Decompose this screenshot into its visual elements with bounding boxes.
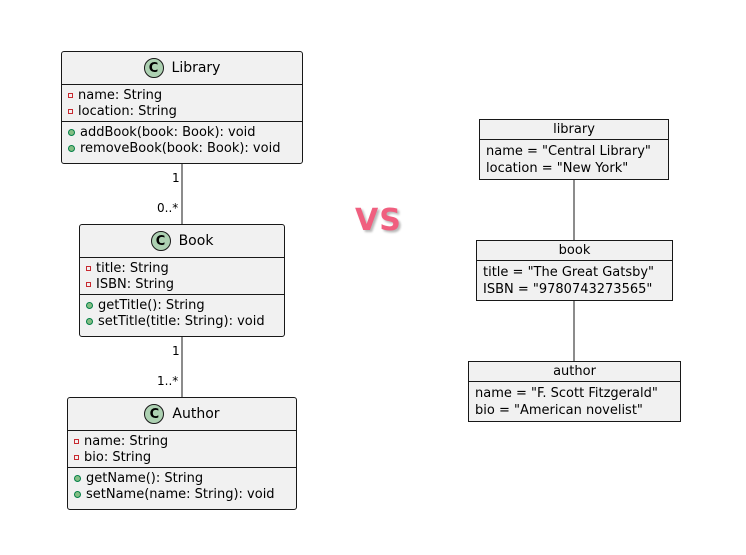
public-visibility-icon [86, 317, 93, 325]
public-visibility-icon [68, 128, 75, 136]
attribute-row: bio: String [74, 449, 290, 465]
method-text: setName(name: String): void [86, 486, 275, 502]
object-fields: name = "F. Scott Fitzgerald" bio = "Amer… [469, 382, 680, 423]
private-visibility-icon [86, 281, 91, 287]
class-c-icon: C [150, 231, 171, 251]
class-header: C Book [80, 225, 284, 258]
attribute-row: location: String [68, 103, 296, 119]
object-field: ISBN = "9780743273565" [483, 282, 653, 297]
object-field: title = "The Great Gatsby" [483, 265, 655, 280]
attribute-row: ISBN: String [86, 276, 278, 292]
attribute-text: location: String [78, 103, 177, 119]
class-book[interactable]: C Book title: String ISBN: String getTit… [79, 224, 285, 337]
private-visibility-icon [74, 454, 79, 460]
public-visibility-icon [74, 474, 81, 482]
attributes-section: name: String bio: String [68, 431, 296, 468]
attributes-section: title: String ISBN: String [80, 258, 284, 295]
method-row: removeBook(book: Book): void [68, 140, 296, 156]
attribute-text: name: String [84, 433, 169, 449]
method-text: setTitle(title: String): void [98, 313, 265, 329]
method-row: getTitle(): String [86, 297, 278, 313]
attribute-text: bio: String [84, 449, 152, 465]
object-field: bio = "American novelist" [475, 403, 643, 418]
multiplicity-library-side: 1 [172, 171, 180, 185]
private-visibility-icon [68, 92, 73, 98]
methods-section: getName(): String setName(name: String):… [68, 468, 296, 504]
object-fields: title = "The Great Gatsby" ISBN = "97807… [477, 261, 672, 302]
method-text: removeBook(book: Book): void [80, 140, 281, 156]
class-c-icon: C [144, 404, 165, 424]
method-row: addBook(book: Book): void [68, 124, 296, 140]
object-book[interactable]: book title = "The Great Gatsby" ISBN = "… [476, 240, 673, 301]
attribute-row: title: String [86, 260, 278, 276]
class-header: C Author [68, 398, 296, 431]
multiplicity-author-side: 1..* [157, 374, 179, 388]
method-text: getName(): String [86, 470, 204, 486]
multiplicity-book-side: 1 [172, 344, 180, 358]
public-visibility-icon [74, 490, 81, 498]
class-library[interactable]: C Library name: String location: String … [61, 51, 303, 164]
object-name: author [469, 362, 680, 382]
object-field: name = "F. Scott Fitzgerald" [475, 386, 658, 401]
attributes-section: name: String location: String [62, 85, 302, 122]
object-name: book [477, 241, 672, 261]
class-name: Author [172, 406, 220, 422]
methods-section: getTitle(): String setTitle(title: Strin… [80, 295, 284, 331]
attribute-row: name: String [68, 87, 296, 103]
object-author[interactable]: author name = "F. Scott Fitzgerald" bio … [468, 361, 681, 422]
attribute-text: name: String [78, 87, 163, 103]
class-author[interactable]: C Author name: String bio: String getNam… [67, 397, 297, 510]
method-row: setName(name: String): void [74, 486, 290, 502]
methods-section: addBook(book: Book): void removeBook(boo… [62, 122, 302, 158]
public-visibility-icon [68, 144, 75, 152]
attribute-text: ISBN: String [96, 276, 175, 292]
method-text: getTitle(): String [98, 297, 205, 313]
class-name: Library [171, 60, 221, 76]
object-field: location = "New York" [486, 161, 629, 176]
object-library[interactable]: library name = "Central Library" locatio… [479, 119, 669, 180]
method-row: setTitle(title: String): void [86, 313, 278, 329]
private-visibility-icon [68, 108, 73, 114]
object-field: name = "Central Library" [486, 144, 651, 159]
attribute-text: title: String [96, 260, 169, 276]
class-c-icon: C [143, 58, 164, 78]
attribute-row: name: String [74, 433, 290, 449]
object-name: library [480, 120, 668, 140]
public-visibility-icon [86, 301, 93, 309]
private-visibility-icon [74, 438, 79, 444]
vs-separator: VS [355, 203, 402, 238]
class-header: C Library [62, 52, 302, 85]
class-name: Book [178, 233, 214, 249]
method-row: getName(): String [74, 470, 290, 486]
private-visibility-icon [86, 265, 91, 271]
multiplicity-book-side: 0..* [157, 201, 179, 215]
method-text: addBook(book: Book): void [80, 124, 256, 140]
object-fields: name = "Central Library" location = "New… [480, 140, 668, 181]
